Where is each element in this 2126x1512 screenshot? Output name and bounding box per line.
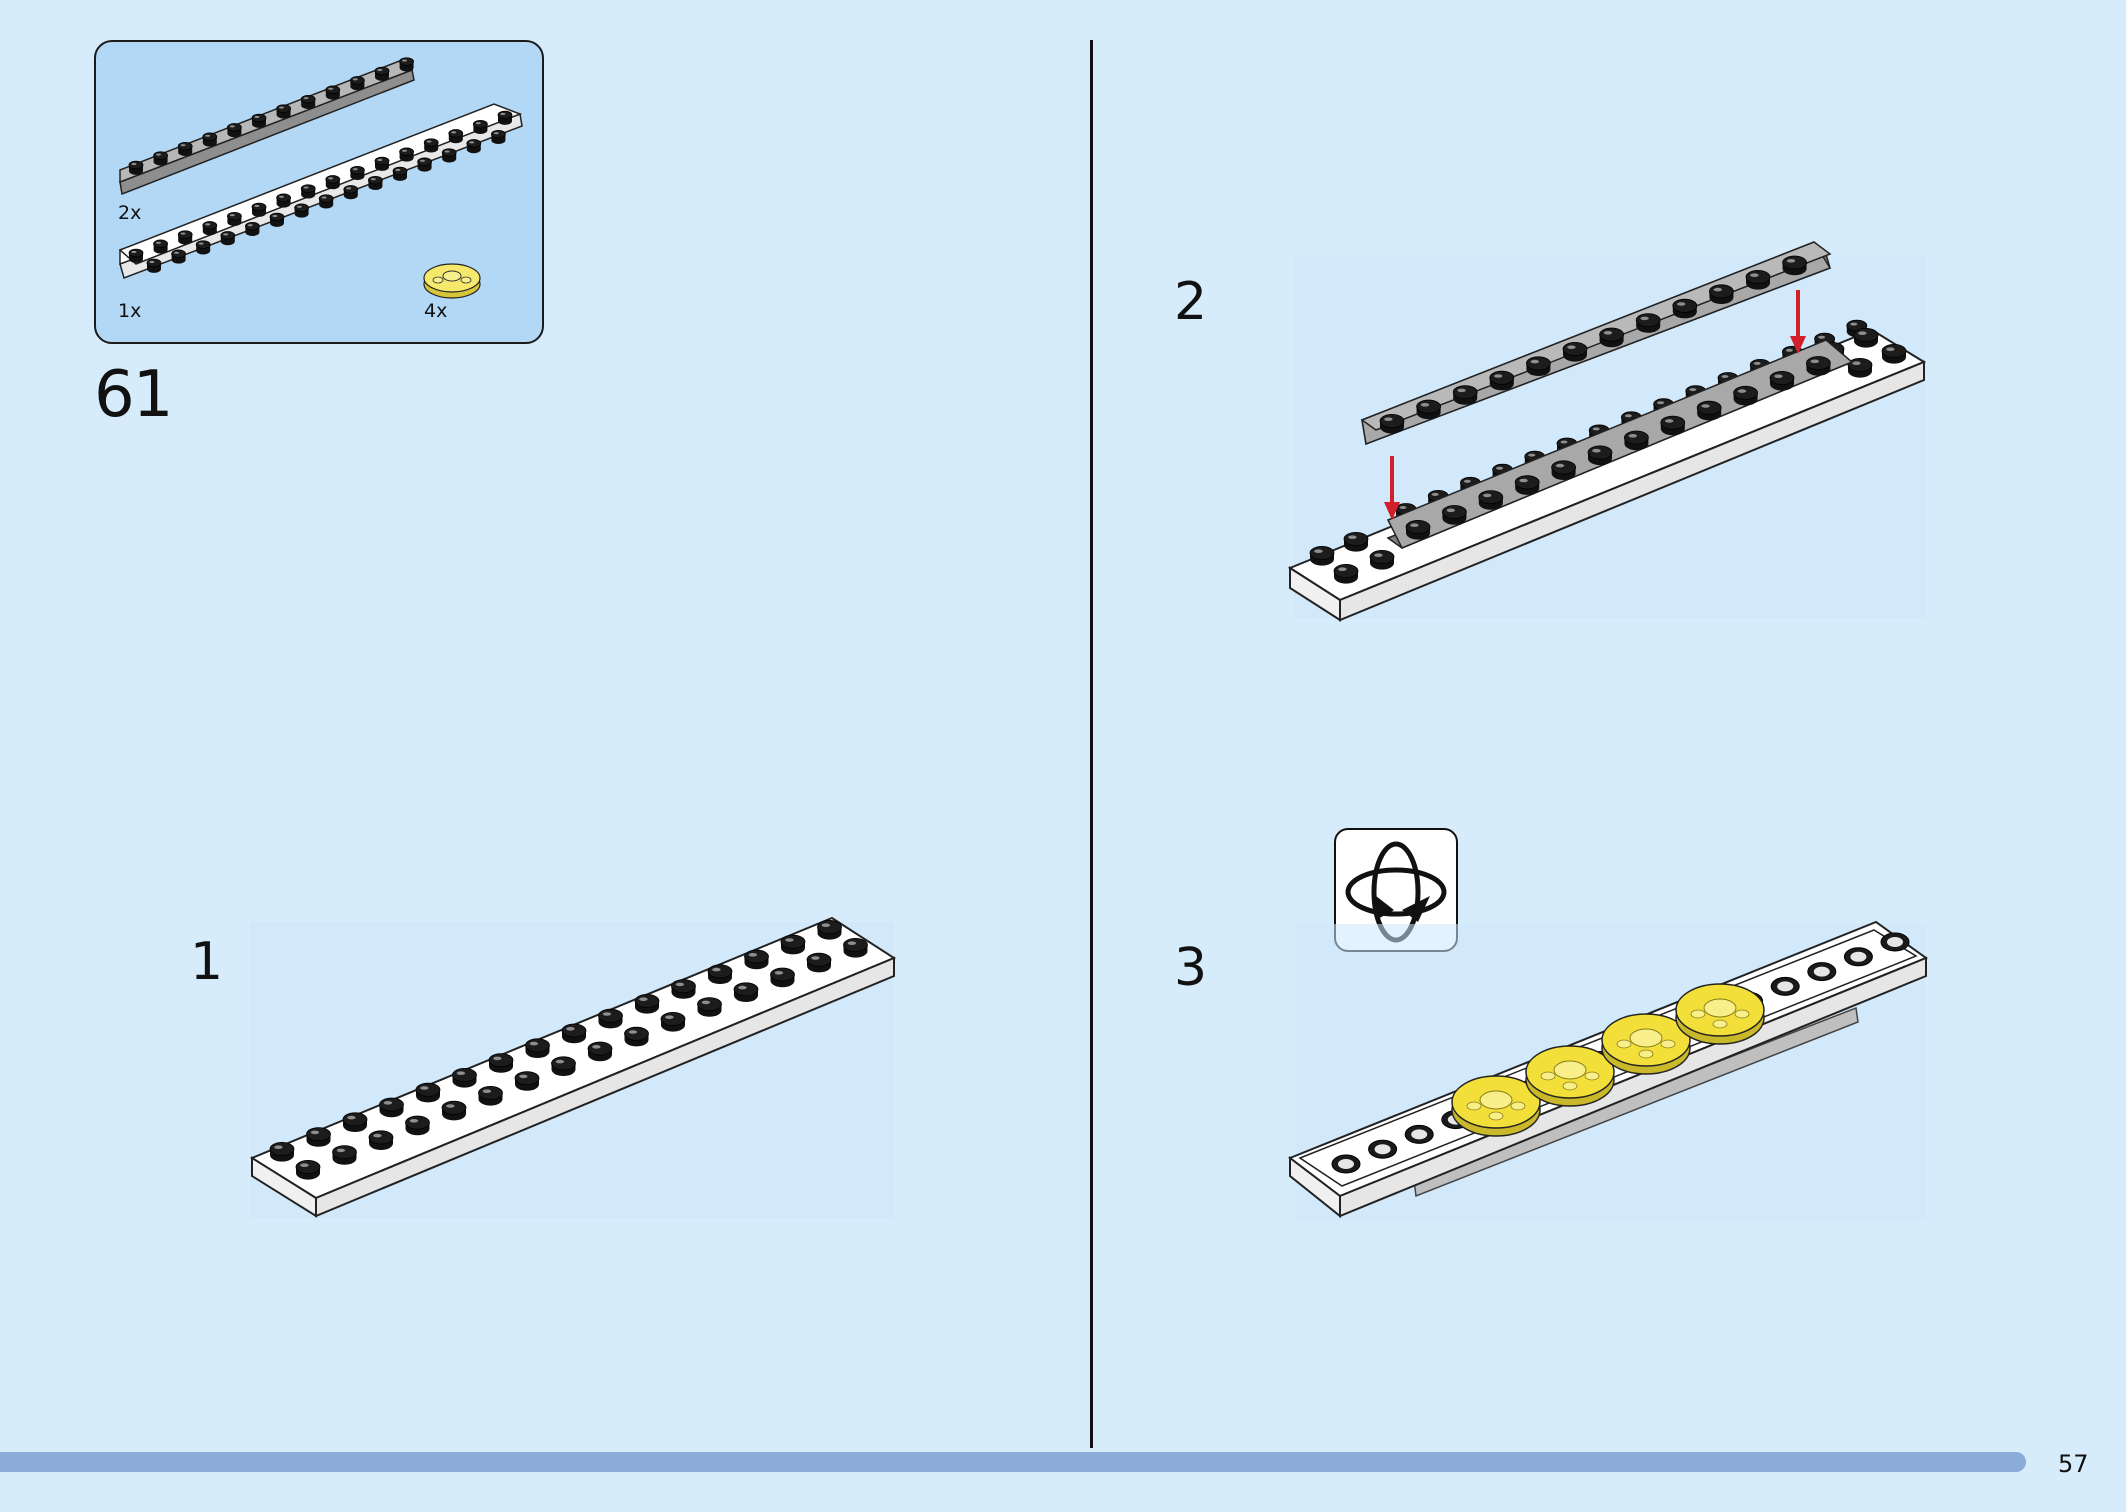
placement-arrow-icon (1384, 456, 1400, 520)
white-plate-quantity: 1x (118, 300, 142, 322)
grey-plate-quantity: 2x (118, 202, 142, 224)
progress-bar (0, 1452, 2026, 1472)
step-number: 61 (94, 358, 173, 432)
page-number: 57 (2058, 1450, 2089, 1478)
page-divider (1090, 40, 1093, 1448)
round-plate-quantity: 4x (424, 300, 448, 322)
grey-plate-part (119, 57, 415, 196)
placement-arrow-icon (1790, 290, 1806, 354)
parts-list-panel: 2x 1x 4x (94, 40, 544, 344)
trans-yellow-round-plate-part (423, 263, 481, 299)
substep-3-number: 3 (1174, 938, 1208, 998)
white-plate-part (118, 103, 523, 279)
substep-2-number: 2 (1174, 272, 1208, 332)
substep-1-number: 1 (190, 932, 224, 992)
